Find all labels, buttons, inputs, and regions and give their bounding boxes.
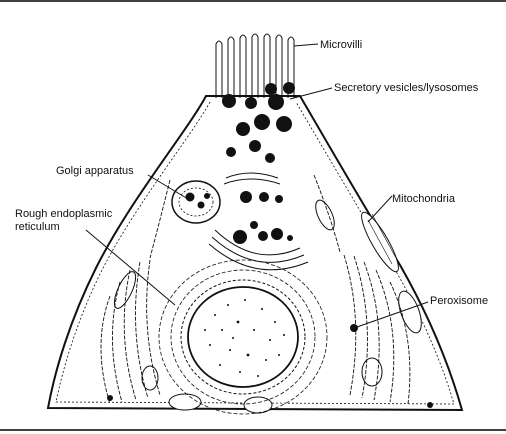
mitochondria-group xyxy=(113,199,422,414)
label-mitochondria: Mitochondria xyxy=(392,193,456,205)
label-microvilli: Microvilli xyxy=(320,39,362,51)
chromatin-dots xyxy=(204,299,285,377)
leader-lines xyxy=(85,43,429,328)
leader-peroxisome xyxy=(356,301,429,328)
secretory-vesicles xyxy=(222,82,295,244)
leader-mitochondria xyxy=(367,195,393,223)
leader-golgi xyxy=(147,174,189,200)
nucleus xyxy=(158,259,328,415)
label-rough-er-line1: Rough endoplasmic xyxy=(15,208,113,220)
microvilli-group xyxy=(215,33,295,98)
label-peroxisome: Peroxisome xyxy=(430,295,488,307)
leader-secretory xyxy=(289,87,333,100)
golgi-apparatus xyxy=(171,172,309,271)
label-golgi-apparatus: Golgi apparatus xyxy=(56,165,134,177)
leader-microvilli xyxy=(293,43,319,47)
label-rough-er-line2: reticulum xyxy=(15,221,60,233)
rough-er-layers xyxy=(100,174,411,405)
leader-rer xyxy=(85,229,176,306)
label-secretory-vesicles: Secretory vesicles/lysosomes xyxy=(334,82,479,94)
